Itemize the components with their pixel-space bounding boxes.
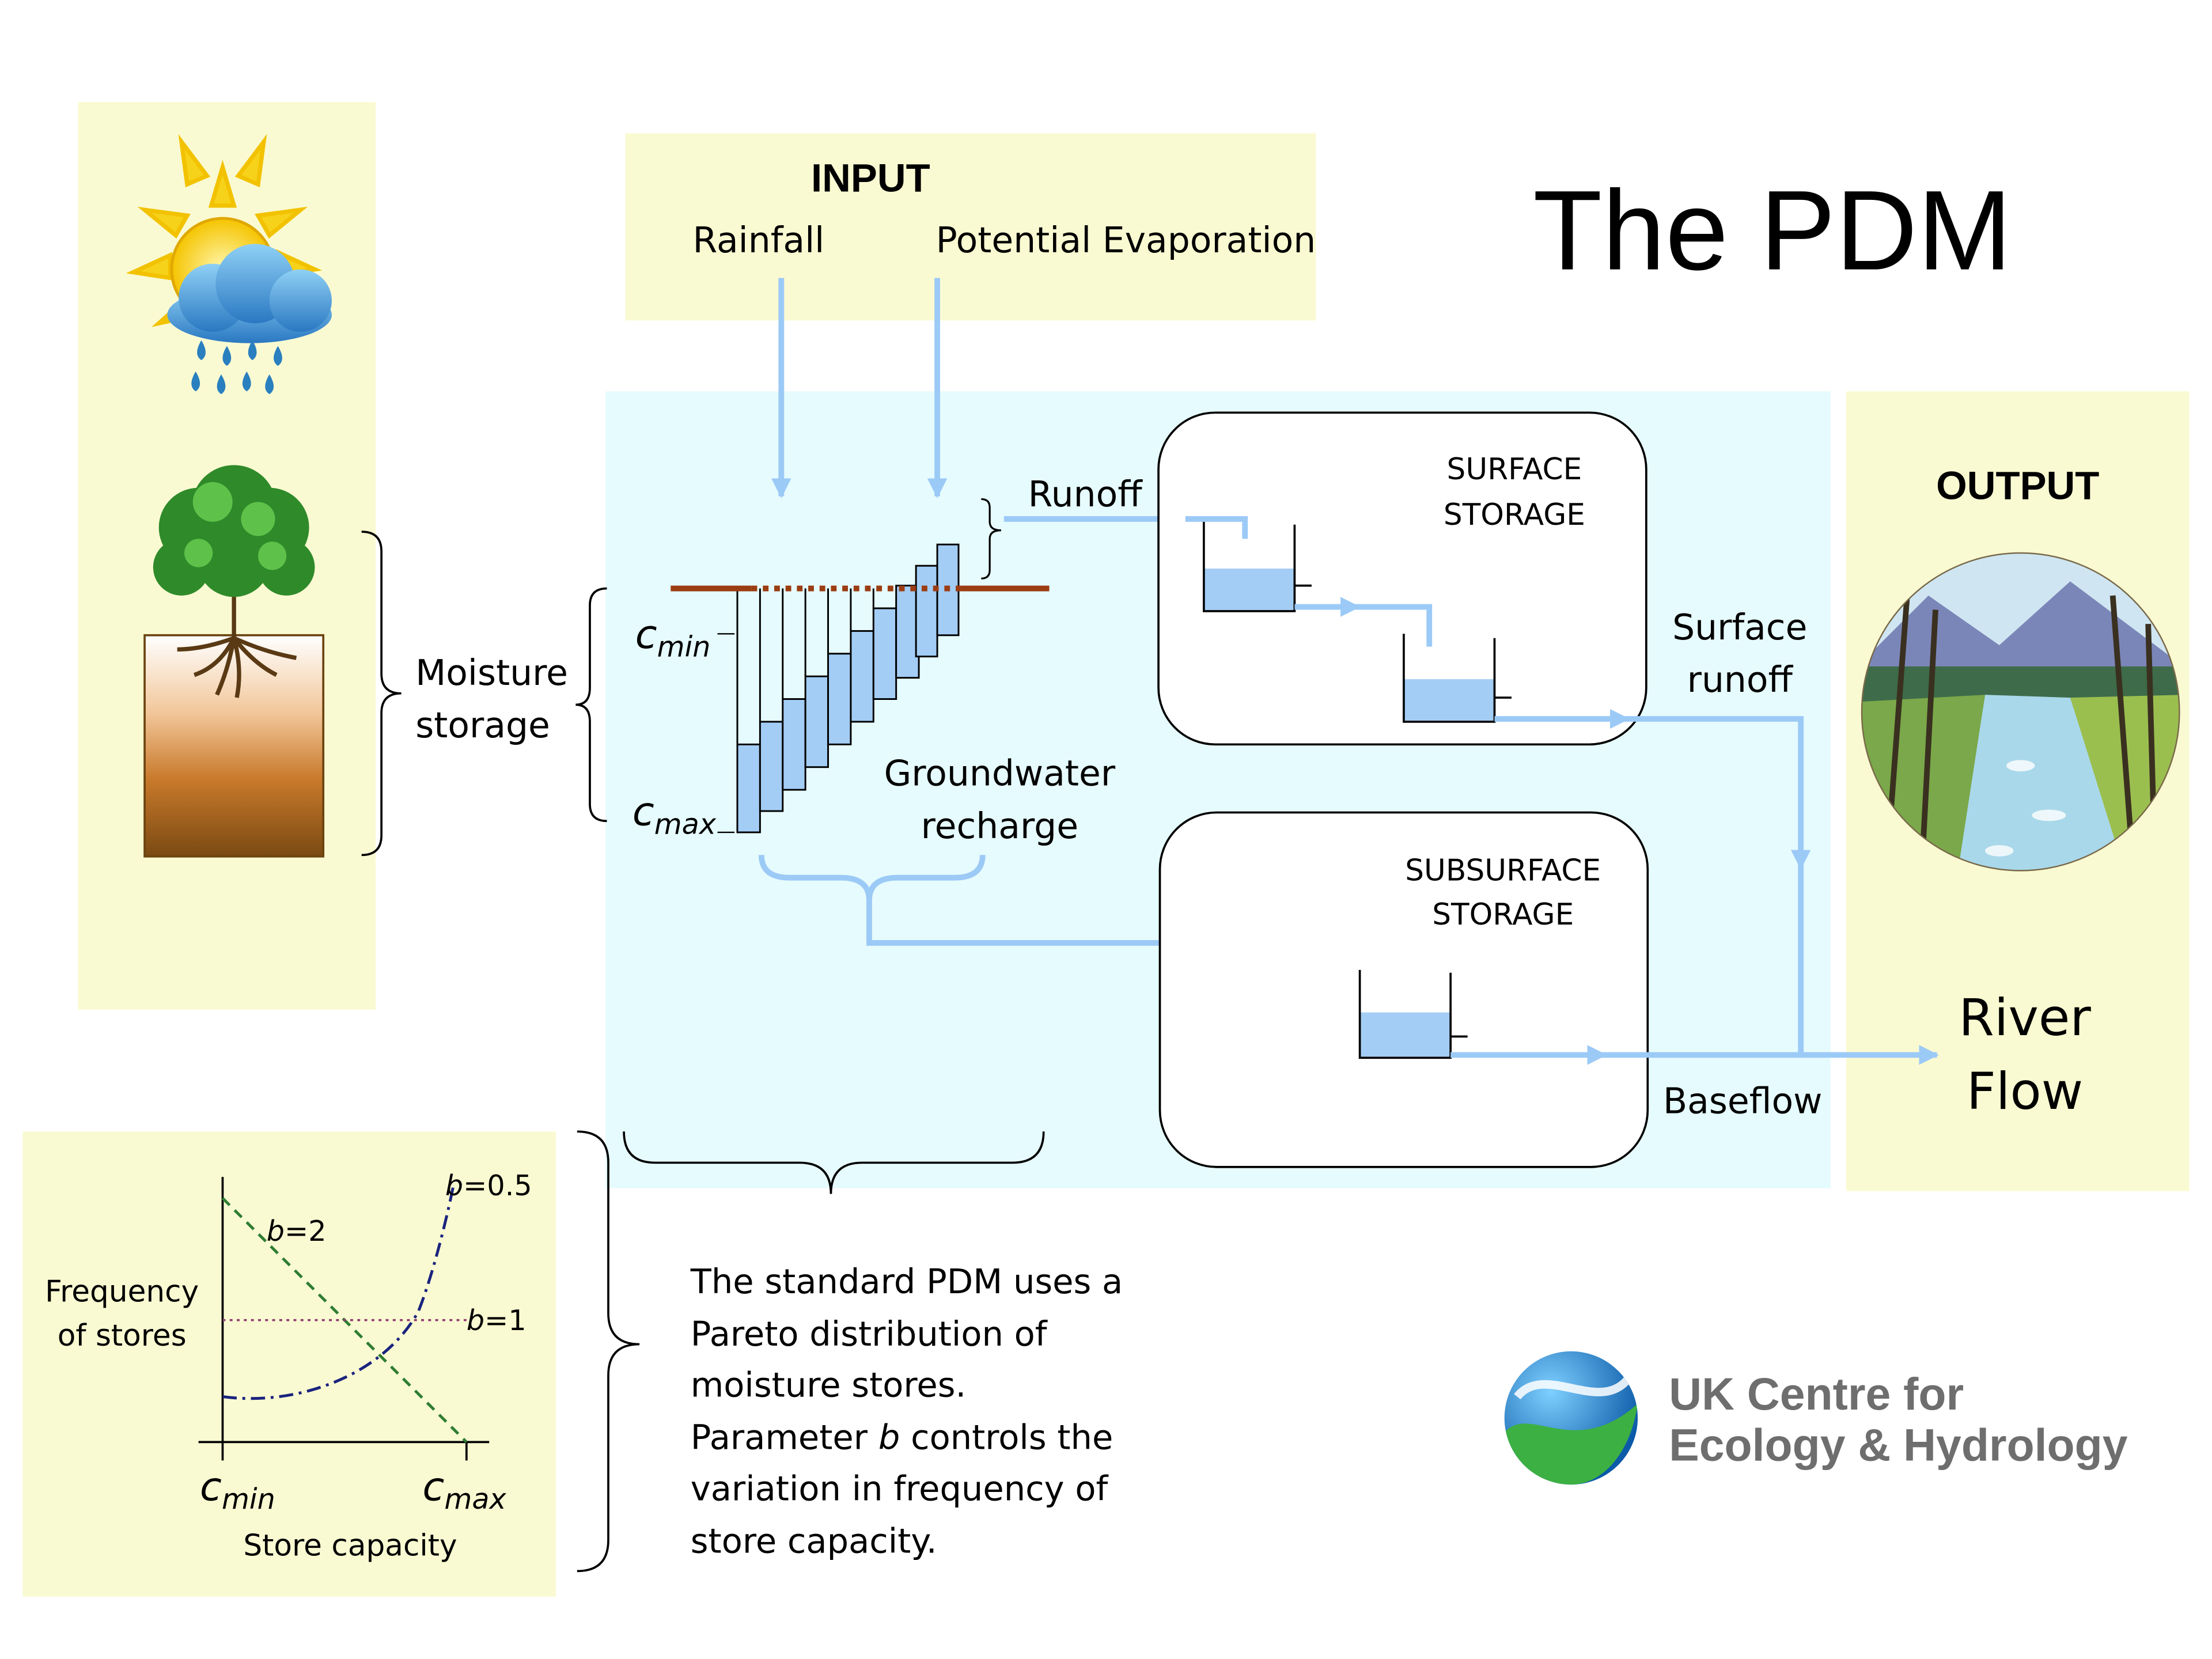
- surface-tank-1: [1203, 521, 1312, 612]
- inner-brace: [575, 587, 607, 823]
- recharge-label-1: Groundwater: [884, 753, 1116, 794]
- curve-label-b1: b=1: [467, 1304, 527, 1337]
- river-flow-label-1: River: [1959, 988, 2091, 1047]
- curve-label-b05: b=0.5: [445, 1169, 532, 1202]
- river-flow-label-2: Flow: [1967, 1062, 2083, 1121]
- inset-ylabel-2: of stores: [58, 1319, 187, 1353]
- surface-runoff-label-1: Surface: [1672, 607, 1807, 648]
- surface-tank-2: [1403, 634, 1512, 723]
- sun-cloud-rain-icon: [126, 134, 332, 395]
- tank1-to-tank2-drop: [1353, 604, 1433, 647]
- inset-ylabel-1: Frequency: [45, 1275, 199, 1309]
- subsurface-storage-box: [1158, 811, 1649, 1168]
- output-heading: OUTPUT: [1936, 463, 2099, 507]
- cmin-label: cmin: [635, 612, 711, 664]
- runoff-label: Runoff: [1028, 474, 1143, 515]
- surface-runoff-label-2: runoff: [1687, 659, 1794, 700]
- pareto-inset-chart: b=2 b=1 b=0.5 Frequency of stores cmin c…: [45, 1169, 532, 1563]
- recharge-label-2: recharge: [921, 805, 1078, 847]
- surface-storage-label-1: SURFACE: [1447, 452, 1582, 487]
- description-line-5: variation in frequency of: [691, 1468, 1109, 1508]
- runoff-brace: [981, 498, 1001, 579]
- description-line-6: store capacity.: [691, 1521, 937, 1560]
- curve-label-b2: b=2: [267, 1214, 327, 1248]
- evaporation-label: Potential Evaporation: [936, 219, 1316, 261]
- moisture-stores: [671, 543, 1050, 834]
- runoff-into-tank: [1185, 516, 1248, 539]
- tree-soil-icon: [143, 465, 325, 858]
- description-line-4: Parameter b controls the: [691, 1418, 1113, 1457]
- inset-cmax-label: cmax: [423, 1464, 507, 1516]
- curve-b-05: [222, 1183, 456, 1400]
- description-line-2: Pareto distribution of: [691, 1314, 1048, 1354]
- logo-text-2: Ecology & Hydrology: [1669, 1419, 2128, 1470]
- description-line-3: moisture stores.: [691, 1365, 966, 1405]
- description-text: The standard PDM uses a Pareto distribut…: [690, 1262, 1123, 1560]
- inset-xlabel: Store capacity: [243, 1528, 457, 1563]
- river-scene-icon: [1861, 552, 2180, 872]
- inset-cmin-label: cmin: [200, 1464, 275, 1516]
- rainfall-label: Rainfall: [693, 219, 825, 261]
- inset-panel: [22, 1131, 556, 1597]
- logo-text-1: UK Centre for: [1669, 1369, 1964, 1419]
- surface-runoff-path: [1622, 716, 1811, 870]
- cmax-label: cmax: [632, 789, 717, 841]
- inset-brace: [577, 1130, 640, 1573]
- baseflow-label: Baseflow: [1663, 1080, 1823, 1122]
- subsurface-storage-label-1: SUBSURFACE: [1405, 854, 1601, 888]
- input-heading: INPUT: [811, 156, 930, 200]
- page-title: The PDM: [1533, 167, 2012, 294]
- subsurface-storage-label-2: STORAGE: [1432, 897, 1574, 932]
- left-brace: [361, 531, 402, 857]
- input-panel: [625, 133, 1316, 321]
- subsurface-tank: [1358, 969, 1468, 1059]
- moisture-label-1: Moisture: [415, 652, 568, 694]
- ukceh-logo-icon: [1504, 1351, 1638, 1485]
- description-line-1: The standard PDM uses a: [690, 1262, 1123, 1301]
- surface-storage-label-2: STORAGE: [1444, 498, 1585, 532]
- surface-storage-box: [1157, 411, 1647, 746]
- moisture-label-2: storage: [415, 704, 550, 746]
